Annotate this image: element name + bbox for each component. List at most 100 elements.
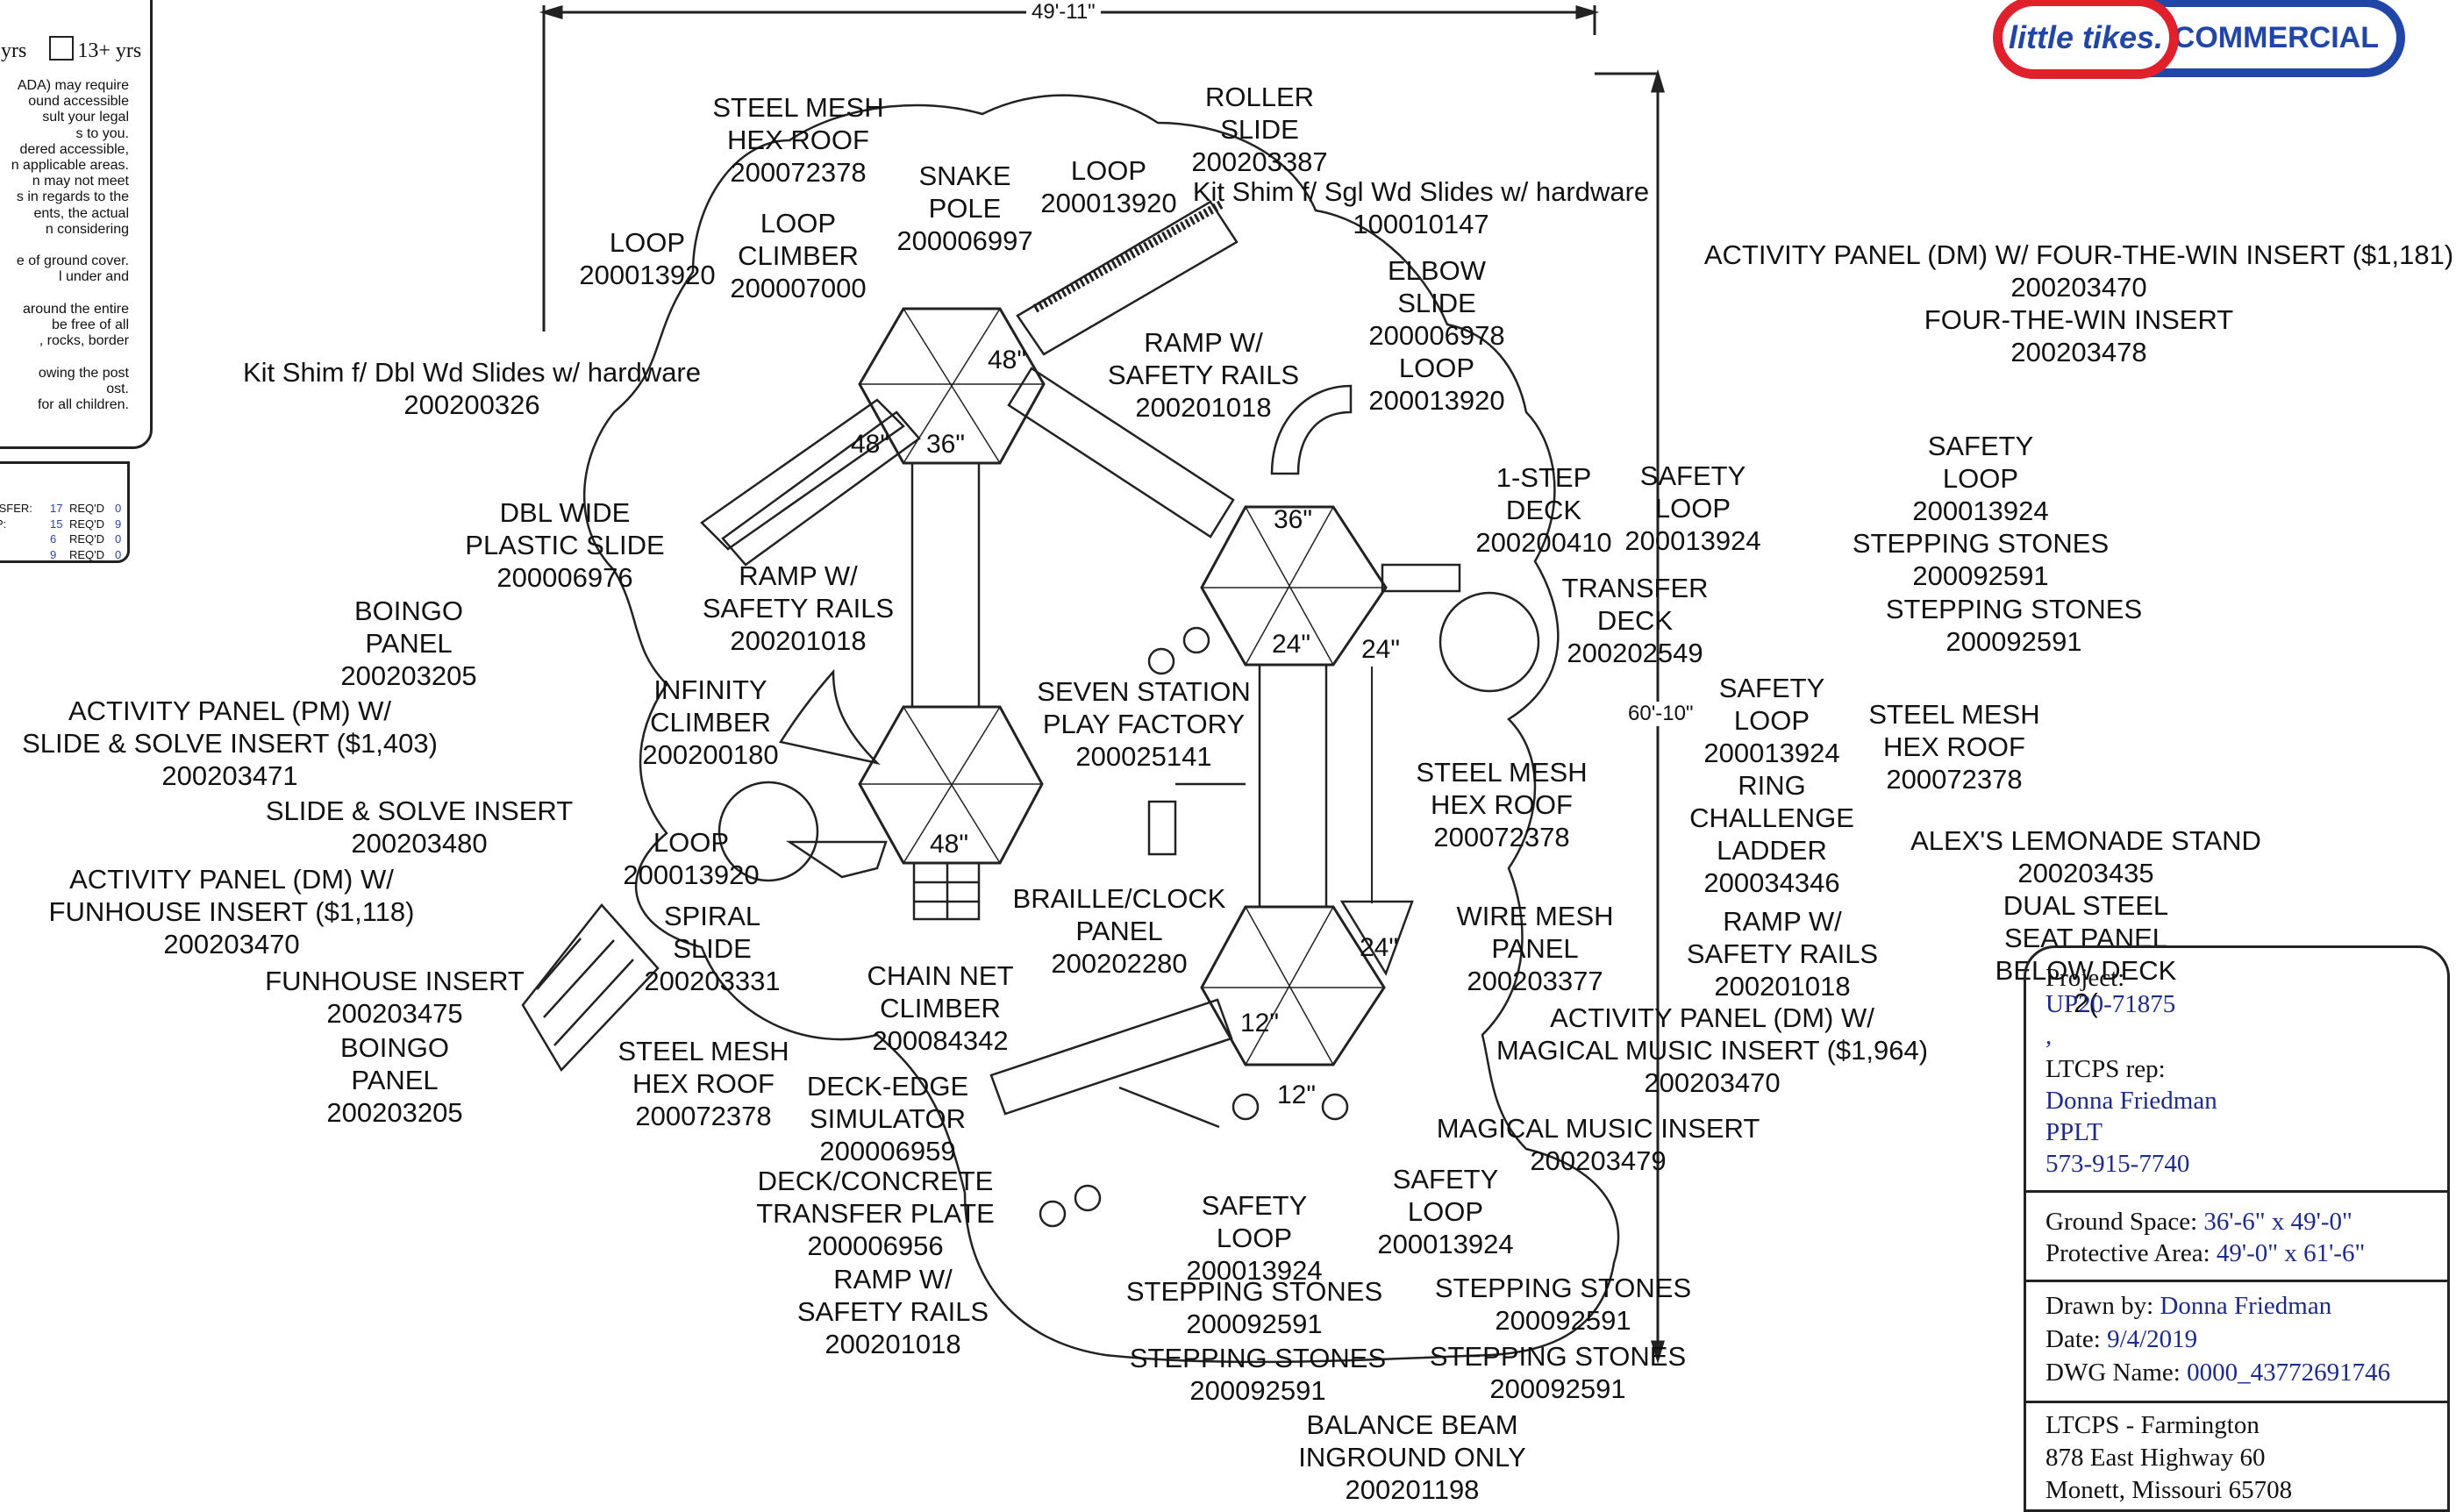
note-line: n applicable areas. [11, 158, 129, 174]
project-number: UP20-71875 [2045, 990, 2176, 1018]
deck-height-label: 24" [1271, 630, 1311, 659]
callout-line: SPIRAL [663, 901, 761, 931]
callout-line: SLIDE [1220, 114, 1299, 145]
callout-line: TRANSFER [1561, 573, 1709, 603]
age-checkbox[interactable] [49, 36, 75, 61]
count-cell: REQ'D [69, 547, 105, 561]
callout-line: DECK-EDGE [806, 1071, 969, 1102]
callout-line: 200203470 [1644, 1067, 1781, 1098]
callout-label: ACTIVITY PANEL (DM) W/ FOUR-THE-WIN INSE… [1704, 239, 2453, 368]
callout-line: 200203475 [326, 998, 463, 1029]
callout-line: STEPPING STONES [1429, 1341, 1687, 1372]
callout-line: SLIDE & SOLVE INSERT ($1,403) [22, 728, 438, 759]
callout-line: 200006959 [819, 1136, 956, 1166]
deck-height-label: 48" [850, 430, 890, 459]
callout-line: CLIMBER [650, 707, 771, 738]
callout-line: 200025141 [1075, 741, 1212, 772]
callout-line: 200201018 [1714, 971, 1851, 1002]
callout-line: SIMULATOR [810, 1103, 966, 1134]
callout-line: 200202549 [1567, 638, 1703, 668]
callout-line: 200013920 [579, 260, 716, 290]
callout-line: 200072378 [635, 1101, 772, 1131]
rep-phone: 573-915-7740 [2045, 1150, 2190, 1178]
callout-line: ALEX'S LEMONADE STAND [1910, 825, 2261, 856]
callout-line: 200201198 [1345, 1474, 1480, 1505]
callout-line: 200203471 [161, 760, 298, 791]
callout-line: FUNHOUSE INSERT ($1,118) [48, 896, 415, 927]
callout-line: SAFETY [1392, 1164, 1499, 1195]
callout-line: PANEL [351, 1065, 439, 1095]
callout-line: 200201018 [825, 1329, 961, 1359]
callout-line: BOINGO [339, 1032, 450, 1063]
deck-height-label: 36" [925, 430, 966, 459]
project-label: Project: [2045, 964, 2125, 992]
callout-line: STEEL MESH [712, 92, 884, 123]
note-line: for all children. [37, 397, 129, 413]
callout-line: 200203205 [340, 660, 477, 691]
drawn-by-label: Drawn by: [2045, 1292, 2154, 1320]
callout-line: 200203331 [644, 966, 781, 996]
callout-line: CHAIN NET [867, 960, 1014, 991]
note-line: l under and [58, 269, 129, 285]
callout-line: 200013920 [1368, 385, 1505, 416]
hex-deck-middle [1200, 505, 1388, 667]
callout-line: STEEL MESH [618, 1036, 789, 1066]
ground-space: Ground Space: 36'-6" x 49'-0" [2045, 1206, 2352, 1238]
title-block: Project: UP20-71875 , LTCPS rep: Donna F… [2024, 945, 2450, 1512]
callout-line: CLIMBER [880, 993, 1001, 1023]
date-value: 9/4/2019 [2107, 1325, 2198, 1353]
callout-line: PANEL [1491, 933, 1579, 964]
callout-line: MAGICAL MUSIC INSERT [1436, 1113, 1760, 1144]
divider [2026, 1401, 2447, 1403]
callout-line: LOOP [1070, 155, 1147, 186]
drawn-by-value: Donna Friedman [2160, 1292, 2332, 1320]
transfer-deck [1339, 563, 1540, 976]
callout-line: 200201018 [1135, 392, 1272, 423]
note-line: s in regards to the [16, 189, 129, 205]
callout-line: 200203205 [326, 1097, 463, 1128]
project-comma: , [2045, 1022, 2052, 1050]
callout-line: LOOP [1216, 1223, 1293, 1253]
note-line [0, 286, 146, 302]
callout-line: ACTIVITY PANEL (DM) W/ [1550, 1002, 1874, 1033]
protective-area: Protective Area: 49'-0" x 61'-6" [2045, 1237, 2365, 1270]
funhouse-panel [521, 903, 660, 1073]
callout-line: Kit Shim f/ Dbl Wd Slides w/ hardware [242, 357, 702, 388]
callout-line: MAGICAL MUSIC INSERT ($1,964) [1496, 1035, 1929, 1066]
ramps [910, 367, 1328, 1129]
callout-line: PANEL [365, 628, 453, 659]
callout-line: SLIDE [1397, 288, 1476, 318]
callout-line: CHALLENGE [1689, 802, 1854, 833]
callout-line: SLIDE & SOLVE INSERT [265, 795, 574, 826]
callout-line: ACTIVITY PANEL (DM) W/ [69, 864, 394, 895]
callout-line: RING [1738, 770, 1806, 801]
customer-name: LTCPS - Farmington [2045, 1411, 2260, 1439]
divider [2026, 1280, 2447, 1282]
callout-line: BALANCE BEAM [1306, 1409, 1518, 1440]
callout-line: LOOP [1942, 463, 2019, 494]
hex-deck-lower-left [858, 705, 1044, 865]
callout-line: DECK [1505, 495, 1582, 525]
callout-line: HEX ROOF [1883, 731, 2025, 762]
dwg-name-label: DWG Name: [2045, 1359, 2181, 1387]
callout-line: RAMP W/ [1723, 906, 1842, 937]
callout-line: INGROUND ONLY [1298, 1442, 1526, 1473]
callout-line: TRANSFER PLATE [756, 1198, 995, 1229]
callout-line: PLASTIC SLIDE [465, 530, 665, 560]
callout-line: 200200410 [1475, 527, 1612, 558]
note-line [0, 238, 146, 253]
